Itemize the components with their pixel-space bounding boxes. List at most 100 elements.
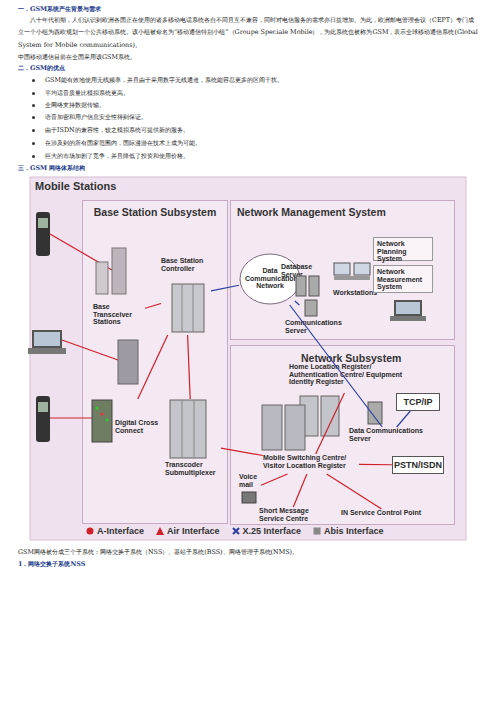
bullet-dot [32, 79, 35, 82]
body-text: 全网络支持数据传输。 [45, 99, 485, 111]
msc-cabinet [262, 405, 282, 450]
laptop-display [396, 302, 420, 314]
node-label: Digital Cross Connect [115, 419, 163, 434]
body-text: 语音加密和用户信息安全性得到保证。 [45, 111, 485, 123]
bsc-cabinet [172, 284, 204, 332]
subsystem-box: Base Station SubsystemBase Station Contr… [82, 200, 228, 524]
mobile-phone [36, 212, 50, 256]
interface-link [316, 393, 345, 454]
equipment-label: Workstations [331, 263, 379, 299]
equipment-label: Mobile Switching Centre/ Visitor Locatio… [263, 454, 359, 474]
equipment-label: Database Server [281, 263, 331, 277]
body-text: GSM能有效地使用无线频率，并且由于采用数字无线通道，系统能容忍更多的区间干扰。 [45, 74, 485, 86]
node-label: PSTN/ISDN [393, 460, 443, 470]
legend-text: Air Interface [167, 526, 220, 536]
equipment-label: Base Station Controller [161, 257, 211, 335]
bullet-dot [32, 129, 35, 132]
phone-screen [38, 402, 48, 412]
bullet-dot [32, 92, 35, 95]
node-label: Home Location Register/ Authentication C… [289, 363, 414, 386]
voice-mail-icon [242, 492, 256, 503]
interface-link [290, 305, 382, 427]
interface-link [359, 464, 392, 466]
body-text: 巨大的市场加剧了竞争，并且降低了投资和使用价格。 [45, 150, 485, 162]
body-text: 在涉及到的所有国家范围内，国际漫游在技术上成为可能。 [45, 137, 485, 149]
bts-cabinet [112, 248, 126, 294]
interface-link [221, 448, 263, 455]
equipment-label: Transcoder Submultiplexer [163, 399, 221, 487]
equipment-label: Voice mail [239, 473, 261, 507]
system-box: PSTN/ISDN [392, 456, 444, 474]
cloud-shape [240, 254, 300, 304]
legend-text: A-Interface [97, 526, 144, 536]
cabinet-detail [194, 400, 195, 458]
interface-link [211, 285, 239, 291]
transcoder-cabinet [170, 400, 206, 458]
workstation-monitor [354, 263, 370, 275]
air-link [62, 340, 118, 360]
body-text: GSM网络被分成三个子系统：网络交换子系统（NSS）、基站子系统(BSS)、网络… [18, 546, 488, 558]
interface-link [327, 474, 382, 509]
body-text: 中国移动通信目前在全国采用该GSM系统。 [18, 51, 478, 63]
air-link [50, 417, 92, 418]
bullet-dot [32, 104, 35, 107]
legend-text: X.25 Interface [243, 526, 302, 536]
cross-connect-rack [92, 400, 112, 442]
hlr-cabinet [321, 396, 339, 436]
mobile-phone [36, 396, 50, 442]
legend-marker [313, 527, 321, 535]
marker-square [314, 528, 321, 535]
equipment-label: Digital Cross Connect [91, 399, 163, 445]
laptop-base [390, 316, 426, 321]
node-label: Data Communications Server [349, 427, 429, 442]
node-label: Database Server [281, 263, 331, 278]
legend-item: X.25 Interface [232, 526, 302, 536]
equipment-label: Home Location Register/ Authentication C… [289, 363, 414, 393]
rack-light [106, 419, 109, 422]
system-box: Network Planning System [373, 237, 433, 261]
body-text: 由于ISDN的兼容性，较之模拟系统可提供新的服务。 [45, 124, 485, 136]
legend-marker [232, 527, 240, 535]
interface-link [145, 303, 161, 308]
section-heading: 三．GSM 网络体系结构 [18, 162, 478, 174]
legend: A-Interface Air Interface X.25 Interface Ab… [86, 526, 384, 536]
workstation-desk [334, 276, 370, 280]
node-label: Base Transceiver Stations [93, 303, 145, 326]
node-label: Short Message Service Centre [259, 507, 321, 522]
equipment-label: Base Transceiver Stations [93, 303, 145, 329]
hlr-cabinet [300, 396, 318, 436]
phone-screen [38, 218, 48, 228]
cabinet-detail [193, 284, 194, 332]
section-heading: 一．GSM系统产生背景与需求 [18, 3, 478, 15]
diagram-background [30, 177, 466, 540]
air-link [50, 234, 112, 270]
bullet-dot [32, 142, 35, 145]
rack-light [96, 407, 99, 410]
node-label: IN Service Control Point [341, 509, 441, 517]
equipment-label: Short Message Service Centre [259, 507, 321, 523]
laptop-screen [32, 330, 62, 348]
server-icon [296, 276, 306, 296]
section-heading: Mobile Stations [35, 180, 235, 193]
node-label: Mobile Switching Centre/ Visitor Locatio… [263, 454, 359, 469]
rack-light [101, 413, 104, 416]
server-icon [305, 300, 317, 316]
section-heading: 1．网络交换子系统NSS [18, 558, 478, 570]
subsystem-title: Base Station Subsystem [89, 206, 221, 218]
bullet-dot [32, 155, 35, 158]
legend-marker [86, 527, 94, 535]
workstation-monitor [334, 263, 350, 275]
legend-item: Abis Interface [313, 526, 384, 536]
network-cloud: Data Communication Network [239, 253, 301, 305]
legend-item: Air Interface [156, 526, 220, 536]
legend-marker [156, 527, 164, 535]
interface-link [188, 335, 191, 399]
body-text: 平均话音质量比模拟系统更高。 [45, 87, 485, 99]
marker-cross [233, 528, 239, 534]
equipment-label: IN Service Control Point [341, 509, 441, 521]
node-label: Network Planning System [377, 240, 429, 263]
interface-link [397, 411, 411, 427]
legend-text: Abis Interface [324, 526, 384, 536]
